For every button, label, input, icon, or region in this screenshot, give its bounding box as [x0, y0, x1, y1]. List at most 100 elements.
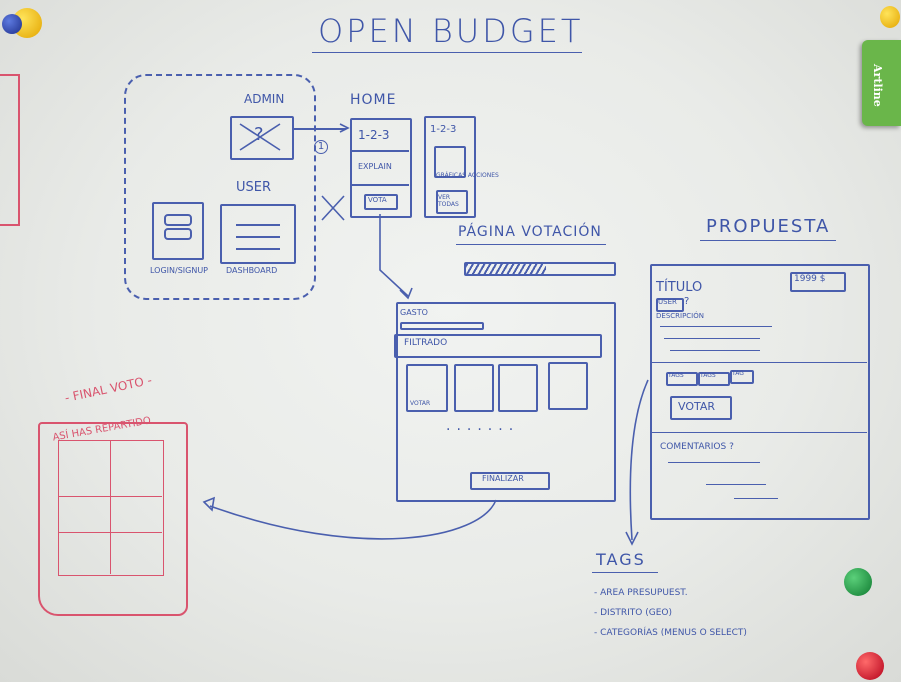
login-field-2	[164, 228, 192, 240]
magnet-yellow-top-right	[880, 6, 900, 28]
home-vota-button	[364, 194, 398, 210]
info-ver-todas-label: VER TODAS	[438, 194, 459, 208]
propuesta-title: PROPUESTA	[706, 216, 831, 237]
filtrado-panel	[394, 334, 602, 358]
gasto-bar	[400, 322, 484, 330]
arrowhead-home	[339, 123, 350, 133]
home-label: HOME	[350, 92, 397, 108]
user-badge-label: USER	[658, 298, 677, 306]
votar-button	[670, 396, 732, 420]
user-label: USER	[236, 180, 272, 195]
home-steps: 1-2-3	[358, 128, 390, 142]
login-field-1	[164, 214, 192, 226]
tag-chip	[698, 372, 730, 386]
admin-x-mark	[239, 123, 281, 151]
price-badge	[790, 272, 846, 292]
votar-label: VOTAR	[678, 400, 716, 413]
arrowhead-tags	[625, 531, 639, 546]
admin-question: ?	[254, 124, 264, 145]
tags-item: - DISTRITO (GEO)	[594, 608, 673, 618]
final-grid-h	[58, 532, 162, 533]
final-grid-h	[58, 496, 162, 497]
final-grid-v	[110, 440, 111, 574]
home-divider	[351, 184, 409, 186]
user-question: ?	[684, 296, 690, 307]
comment-line	[734, 498, 778, 499]
auth-group	[124, 74, 316, 300]
finalizar-button	[470, 472, 550, 490]
tags-item: - AREA PRESUPUEST.	[594, 588, 688, 598]
desc-line	[664, 338, 760, 339]
arrowhead-votacion	[399, 287, 413, 300]
red-sketch-edge	[0, 74, 20, 226]
tags-item: - CATEGORÍAS (MENUS O SELECT)	[594, 628, 747, 638]
proposal-card	[454, 364, 494, 412]
arrowhead-final	[202, 496, 216, 512]
dashboard-line	[236, 224, 280, 226]
section-divider	[651, 432, 867, 433]
admin-label: ADMIN	[244, 92, 285, 106]
home-screen	[350, 118, 412, 218]
magnet-green	[844, 568, 872, 596]
title-underline	[312, 52, 582, 53]
board-title: OPEN BUDGET	[318, 12, 584, 50]
dashboard-caption: DASHBOARD	[226, 266, 278, 275]
gasto-label: GASTO	[400, 308, 428, 317]
propuesta-titulo: TÍTULO	[656, 280, 703, 295]
price-label: 1999 $	[794, 274, 826, 284]
tag-chip-label: TAG	[732, 370, 744, 377]
login-screen	[152, 202, 204, 260]
comment-line	[706, 484, 766, 485]
tag-chip-label: TAGS	[668, 372, 684, 379]
info-screen	[424, 116, 476, 218]
eraser: Artline	[862, 40, 901, 126]
filtrado-label: FILTRADO	[404, 338, 448, 348]
section-divider	[651, 362, 867, 363]
final-grid	[58, 440, 164, 576]
tag-chip	[730, 370, 754, 384]
magnet-red	[856, 652, 884, 680]
descripcion-label: DESCRIPCIÓN	[656, 312, 704, 320]
tags-title: TAGS	[596, 550, 646, 569]
finalizar-label: FINALIZAR	[482, 474, 524, 483]
propuesta-screen	[650, 264, 870, 520]
home-vota-label: VOTA	[368, 196, 387, 204]
dashboard-screen	[220, 204, 296, 264]
tags-underline	[592, 572, 658, 573]
votacion-underline	[456, 244, 606, 245]
card-votar-label: VOTAR	[410, 400, 431, 407]
votacion-title: PÁGINA VOTACIÓN	[458, 224, 602, 240]
magnet-blue-top-left	[2, 14, 22, 34]
pagination-dots: .......	[446, 418, 520, 434]
arrow-tags-to-list	[629, 379, 649, 541]
desc-line	[660, 326, 772, 327]
dashboard-line	[236, 248, 280, 250]
propuesta-underline	[700, 240, 836, 241]
info-chart	[434, 146, 466, 178]
cross-mark	[321, 195, 345, 221]
home-divider	[351, 150, 409, 152]
votacion-progress	[464, 262, 616, 276]
arrow-finalizar-to-final	[209, 499, 497, 540]
login-caption: LOGIN/SIGNUP	[150, 266, 209, 275]
info-steps: 1-2-3	[430, 124, 457, 135]
proposal-card	[406, 364, 448, 412]
votacion-screen	[396, 302, 616, 502]
arrow-step-number: 1	[314, 140, 328, 154]
comentarios-label: COMENTARIOS ?	[660, 442, 734, 452]
info-caption: GRÁFICAS ACCIONES	[436, 172, 499, 179]
home-explain: EXPLAIN	[358, 162, 392, 171]
comment-line	[668, 462, 760, 463]
admin-screen	[230, 116, 294, 160]
tag-chip-label: TAGS	[700, 372, 716, 379]
desc-line	[670, 350, 760, 351]
user-badge	[656, 298, 684, 312]
arrow-admin-home	[294, 128, 346, 130]
dashboard-line	[236, 236, 280, 238]
final-screen	[38, 422, 188, 616]
tag-chip	[666, 372, 698, 386]
proposal-card	[498, 364, 538, 412]
info-ver-todas	[436, 190, 468, 214]
